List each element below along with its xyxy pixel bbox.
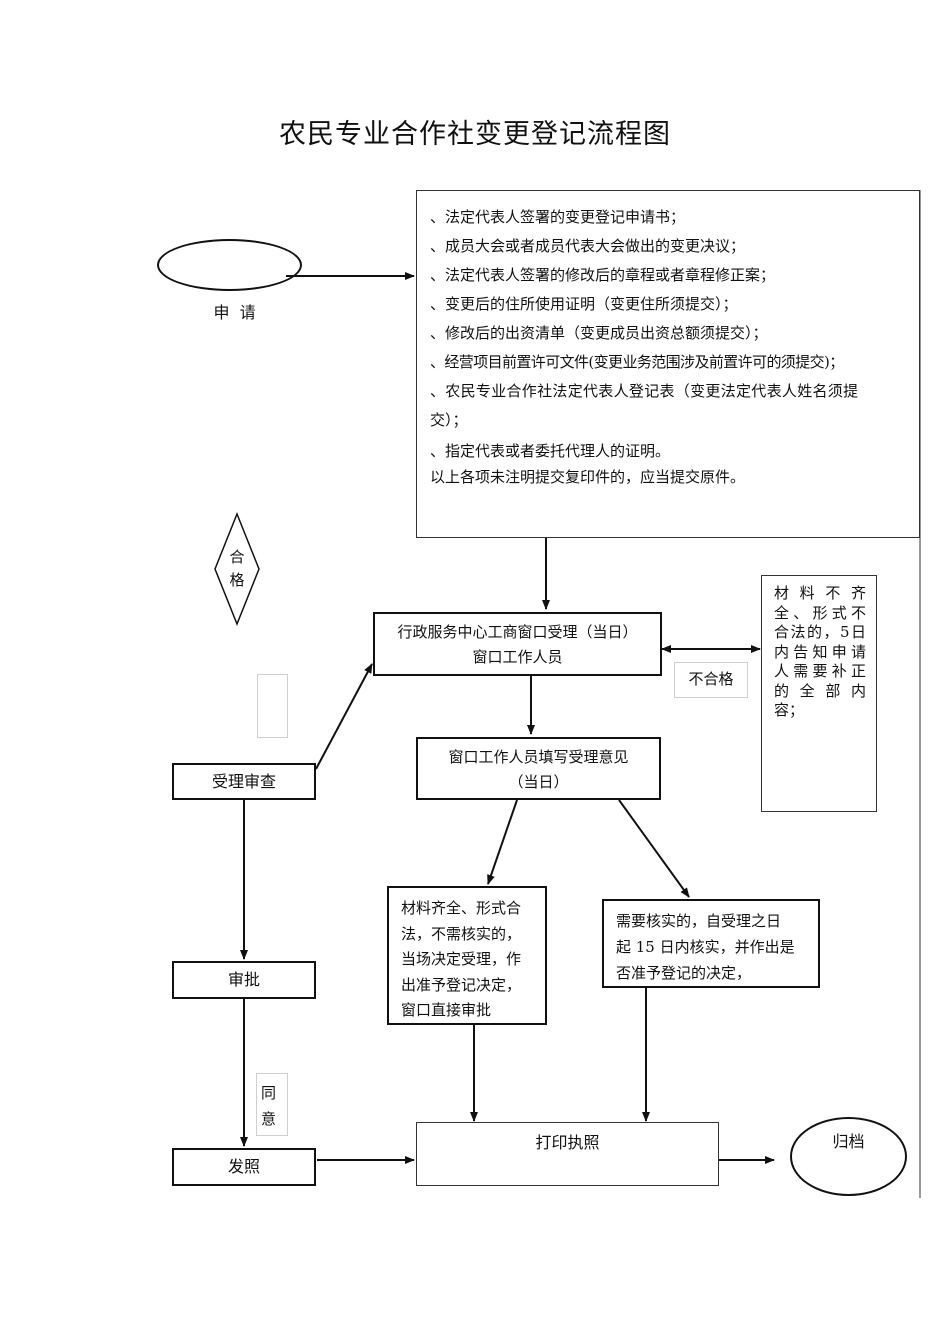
issue-license-box: 发照 — [172, 1148, 316, 1186]
document-item: 、法定代表人签署的变更登记申请书； — [430, 208, 686, 226]
document-item: 、法定代表人签署的修改后的章程或者章程修正案； — [430, 266, 776, 284]
archive-node: 归档 — [790, 1117, 907, 1196]
document-item: 、成员大会或者成员代表大会做出的变更决议； — [430, 237, 746, 255]
window-accept-box: 行政服务中心工商窗口受理（当日） 窗口工作人员 — [373, 612, 662, 676]
document-item: 、农民专业合作社法定代表人登记表（变更法定代表人姓名须提 — [430, 382, 859, 400]
document-item: 、修改后的出资清单（变更成员出资总额须提交）； — [430, 324, 768, 342]
arrow-review-to-accept — [315, 663, 373, 770]
qualified-diamond — [214, 511, 260, 627]
document-item: 交）； — [430, 411, 468, 429]
apply-node: 申 请 — [157, 239, 302, 322]
arrow-opinion-to-direct — [487, 799, 518, 885]
document-item: 、指定代表或者委托代理人的证明。 — [430, 442, 671, 460]
window-opinion-box: 窗口工作人员填写受理意见 （当日） — [416, 737, 661, 800]
qualified-label: 合 格 — [229, 548, 245, 589]
verify-box: 需要核实的，自受理之日 起 15 日内核实，并作出是 否准予登记的决定， — [602, 899, 820, 988]
direct-approval-box: 材料齐全、形式合 法，不需核实的， 当场决定受理，作 出准予登记决定， 窗口直接… — [387, 886, 547, 1025]
document-item: 、经营项目前置许可文件(变更业务范围涉及前置许可的须提交)； — [430, 353, 844, 371]
apply-label: 申 请 — [213, 303, 256, 322]
approval-box: 审批 — [172, 961, 316, 999]
print-license-box: 打印执照 — [416, 1122, 719, 1186]
incomplete-note-box: 材 料 不 齐 全、形式不 合法的，5日 内告知申请 人需要补正 的 全 部 内… — [761, 575, 877, 812]
arrow-opinion-to-verify — [618, 799, 690, 898]
acceptance-review-box: 受理审查 — [172, 763, 316, 800]
agree-label: 同 意 — [256, 1073, 288, 1136]
document-item: 、变更后的住所使用证明（变更住所须提交）； — [430, 295, 738, 313]
document-note: 以上各项未注明提交复印件的，应当提交原件。 — [430, 468, 746, 486]
unqualified-label: 不合格 — [674, 662, 748, 698]
blank-placeholder-box — [257, 674, 288, 738]
documents-box: 、法定代表人签署的变更登记申请书； 、成员大会或者成员代表大会做出的变更决议； … — [416, 190, 920, 538]
page-title: 农民专业合作社变更登记流程图 — [279, 119, 671, 150]
